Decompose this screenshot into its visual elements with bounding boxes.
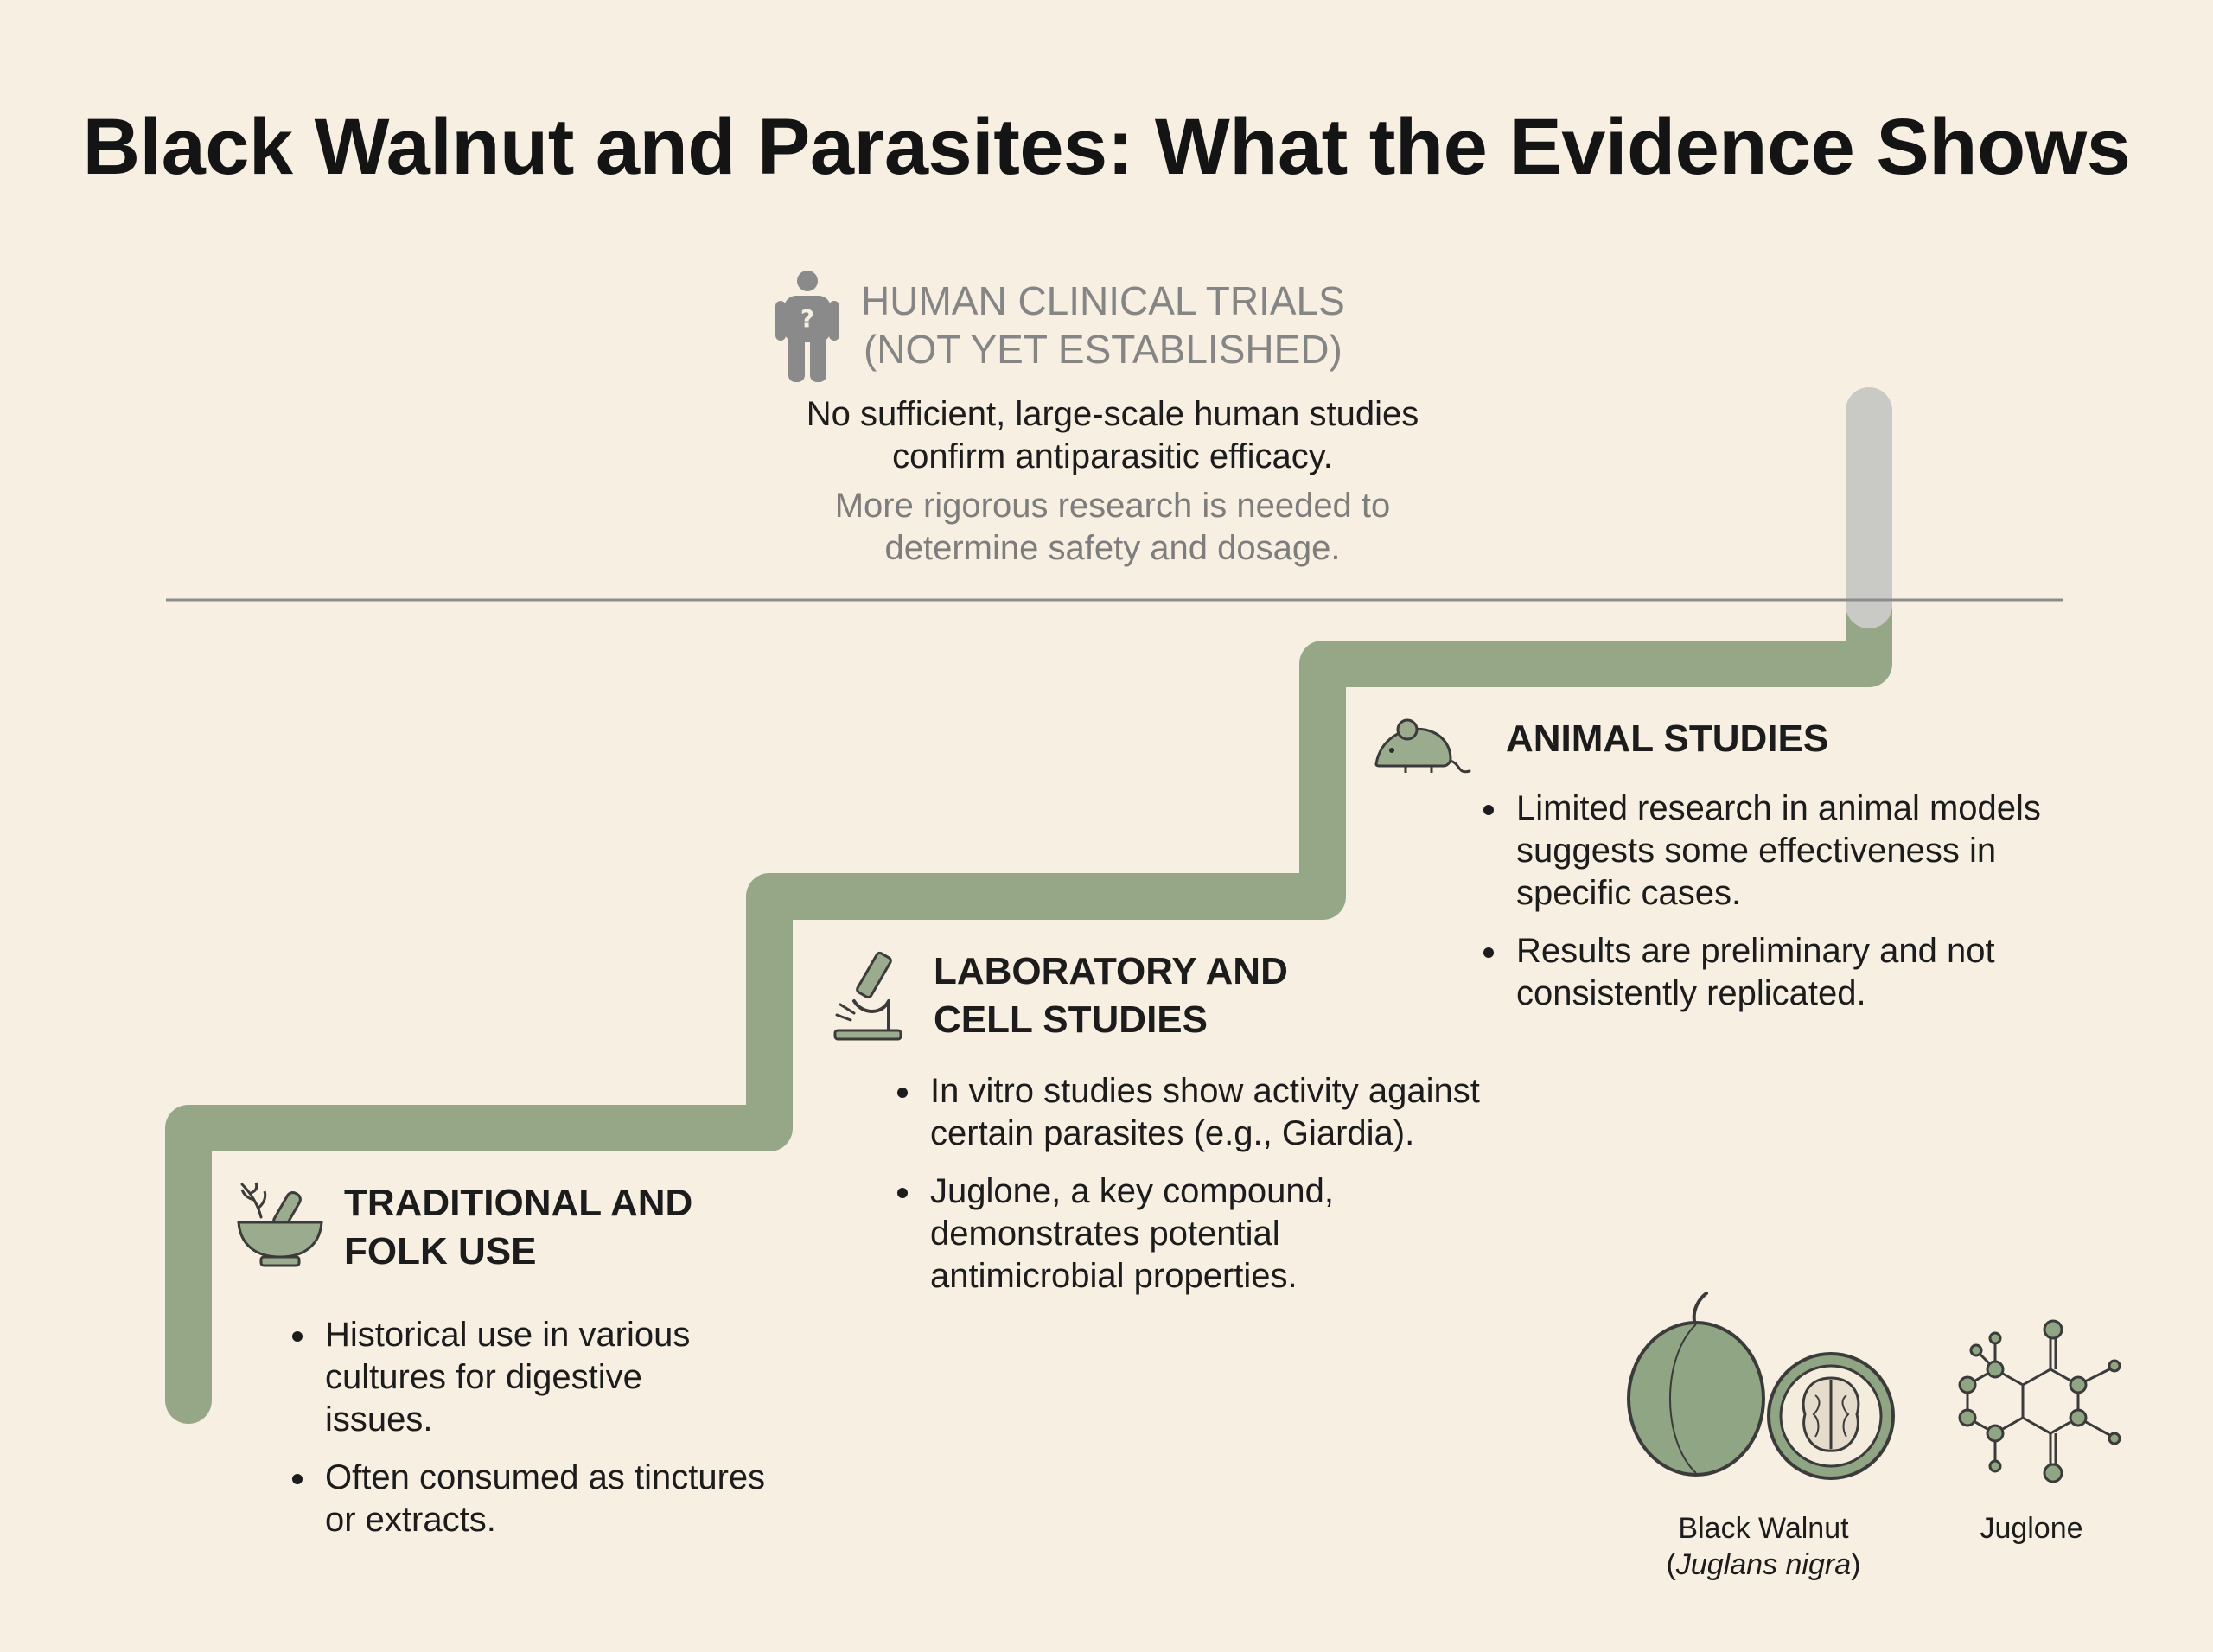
list-item: Results are preliminary and not consiste… [1480,930,2041,1015]
walnut-caption-line1: Black Walnut [1678,1512,1849,1545]
person-question-icon: ? [775,271,839,382]
traditional-bullet2-line1: Often consumed as tinctures [325,1458,766,1496]
black-walnut-illustration [1627,1292,1895,1480]
traditional-use-heading: TRADITIONAL AND FOLK USE [344,1179,692,1276]
walnut-caption: Black Walnut (Juglans nigra) [1625,1510,1902,1583]
clinical-text-line1: No sufficient, large-scale human studies [806,395,1419,433]
animal-bullet1-line2: suggests some effectiveness in [1516,832,1997,870]
animal-bullet1-line1: Limited research in animal models [1516,789,2041,827]
list-item: Limited research in animal models sugges… [1480,788,2041,915]
clinical-note-line2: determine safety and dosage. [884,529,1341,567]
animal-heading-text: ANIMAL STUDIES [1506,718,1829,760]
list-item: Juglone, a key compound, demonstrates po… [894,1170,1480,1298]
clinical-note-line1: More rigorous research is needed to [834,487,1391,525]
stair-path [165,582,1892,1424]
walnut-scientific-name: Juglans nigra [1675,1548,1852,1581]
animal-studies-heading: ANIMAL STUDIES [1506,715,1828,763]
walnut-caption-line2: (Juglans nigra) [1625,1547,1902,1583]
juglone-molecule-icon [1958,1319,2121,1483]
lab-bullet1-line1: In vitro studies show activity against [930,1072,1480,1110]
list-item: Historical use in various cultures for d… [289,1314,765,1441]
list-item: In vitro studies show activity against c… [894,1070,1480,1155]
traditional-bullet1-line2: cultures for digestive [325,1358,642,1396]
clinical-heading-line2: (NOT YET ESTABLISHED) [863,327,1342,372]
walnut-caption-open: ( [1666,1548,1676,1581]
clinical-trials-note: More rigorous research is needed to dete… [692,485,1534,570]
clinical-text-line2: confirm antiparasitic efficacy. [892,437,1333,475]
lab-bullet2-line2: demonstrates potential [930,1215,1280,1253]
lab-studies-bullets: In vitro studies show activity against c… [894,1070,1480,1313]
microscope-icon [833,951,902,1041]
svg-text:?: ? [800,304,814,333]
traditional-bullet1-line1: Historical use in various [325,1316,691,1354]
traditional-use-bullets: Historical use in various cultures for d… [289,1314,765,1557]
page-title: Black Walnut and Parasites: What the Evi… [82,103,2131,191]
lab-bullet2-line3: antimicrobial properties. [930,1257,1298,1295]
lab-bullet2-line1: Juglone, a key compound, [930,1172,1334,1210]
juglone-caption-text: Juglone [1980,1512,2083,1545]
walnut-caption-close: ) [1851,1548,1861,1581]
lab-studies-heading: LABORATORY AND CELL STUDIES [934,947,1288,1044]
clinical-heading-line1: HUMAN CLINICAL TRIALS [861,278,1345,323]
lab-heading-line2: CELL STUDIES [934,998,1209,1041]
animal-bullet2-line2: consistently replicated. [1516,974,1866,1012]
traditional-bullet1-line3: issues. [325,1400,433,1438]
animal-studies-bullets: Limited research in animal models sugges… [1480,788,2041,1030]
mortar-pestle-icon [237,1182,323,1267]
mouse-icon [1374,718,1471,774]
animal-bullet2-line1: Results are preliminary and not [1516,932,1995,970]
list-item: Often consumed as tinctures or extracts. [289,1457,765,1541]
lab-bullet1-line2: certain parasites (e.g., Giardia). [930,1114,1415,1152]
traditional-heading-line1: TRADITIONAL AND [344,1182,693,1224]
lab-heading-line1: LABORATORY AND [934,950,1288,992]
clinical-trials-text: No sufficient, large-scale human studies… [692,393,1534,478]
animal-bullet1-line3: specific cases. [1516,874,1742,912]
traditional-bullet2-line2: or extracts. [325,1501,496,1539]
traditional-heading-line2: FOLK USE [344,1230,537,1272]
juglone-caption: Juglone [1943,1510,2120,1547]
clinical-trials-heading: HUMAN CLINICAL TRIALS (NOT YET ESTABLISH… [861,277,1345,373]
